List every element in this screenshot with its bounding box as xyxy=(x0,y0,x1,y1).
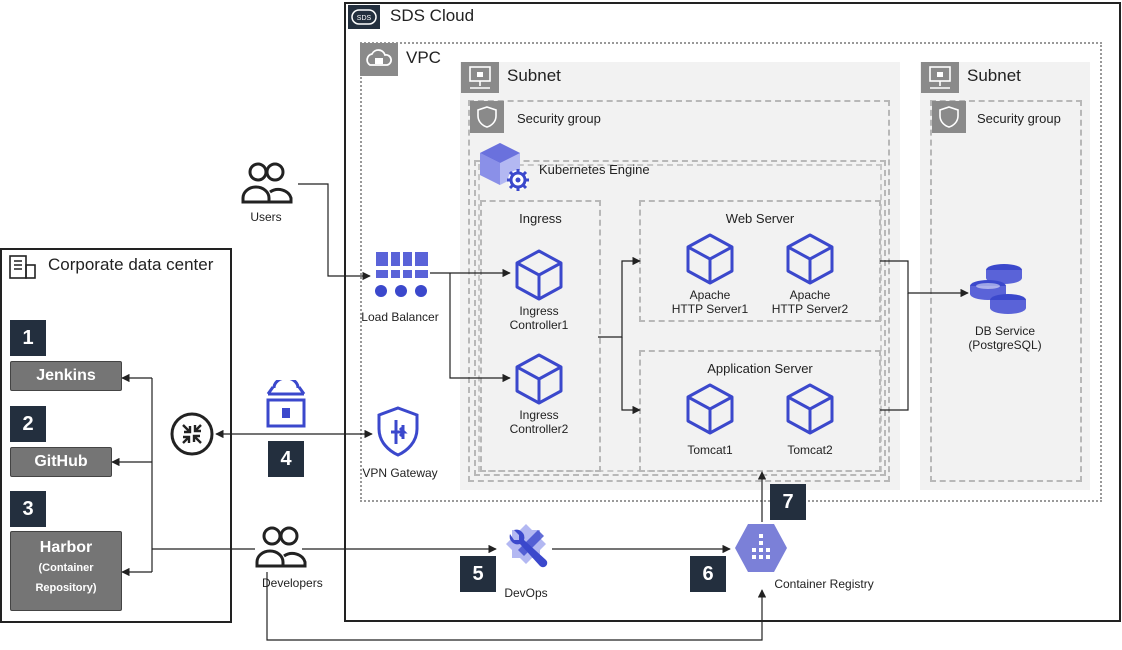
security-group1-title: Security group xyxy=(517,111,601,126)
ingress-controller2-icon[interactable] xyxy=(512,352,566,406)
subnet1-title: Subnet xyxy=(507,66,561,85)
web-to-db-line xyxy=(880,260,969,298)
users-to-lb-line xyxy=(298,183,371,281)
jenkins-box[interactable]: Jenkins xyxy=(10,361,122,391)
ingress-to-web-line xyxy=(598,256,641,338)
sds-cloud-title: SDS Cloud xyxy=(390,6,475,25)
security-group2-icon xyxy=(932,101,966,133)
subnet1-panel xyxy=(460,62,900,490)
kubernetes-title: Kubernetes Engine xyxy=(539,162,650,177)
vpc-frame xyxy=(360,42,1102,502)
step-badge-3: 3 xyxy=(10,491,46,527)
tomcat2-label: Tomcat2 xyxy=(787,443,833,457)
dev-to-registry-line xyxy=(266,572,767,641)
step-badge-2: 2 xyxy=(10,406,46,442)
security-group1-frame xyxy=(468,100,890,482)
devops-icon[interactable] xyxy=(498,520,554,576)
tomcat1-icon[interactable] xyxy=(683,382,737,436)
ingress-frame xyxy=(480,200,601,472)
security-group1-icon xyxy=(470,101,504,133)
lb-to-ingress2-line xyxy=(449,273,511,383)
container-registry-icon[interactable] xyxy=(734,522,788,574)
developers-label: Developers xyxy=(262,576,323,590)
github-box[interactable]: GitHub xyxy=(10,447,112,477)
building-icon xyxy=(6,253,38,281)
subnet1-icon xyxy=(461,62,499,93)
kubernetes-engine-icon xyxy=(478,140,536,196)
web-server-title: Web Server xyxy=(725,211,795,226)
vpn-gateway-label: VPN Gateway xyxy=(362,466,438,480)
subnet2-title: Subnet xyxy=(967,66,1021,85)
step-badge-4: 4 xyxy=(268,441,304,477)
harbor-sub1: (Container xyxy=(38,562,94,574)
app-server-title: Application Server xyxy=(707,361,813,376)
container-registry-label: Container Registry xyxy=(774,577,874,591)
svg-text:SDS: SDS xyxy=(357,15,372,22)
vpc-title: VPC xyxy=(406,48,441,67)
sds-logo-icon: SDS xyxy=(348,5,380,29)
harbor-sub2: Repository) xyxy=(35,582,97,594)
router-icon[interactable] xyxy=(168,410,216,458)
apache-server1-icon[interactable] xyxy=(683,232,737,286)
tomcat1-label: Tomcat1 xyxy=(687,443,733,457)
load-balancer-label: Load Balancer xyxy=(361,310,439,324)
step-badge-7: 7 xyxy=(770,484,806,520)
step-badge-5: 5 xyxy=(460,556,496,592)
harbor-box[interactable]: Harbor (Container Repository) xyxy=(10,531,122,611)
users-icon[interactable] xyxy=(238,160,296,208)
users-label: Users xyxy=(250,210,282,224)
load-balancer-icon[interactable] xyxy=(372,250,430,300)
step-badge-1: 1 xyxy=(10,320,46,356)
security-group2-title: Security group xyxy=(977,111,1061,126)
harbor-title: Harbor xyxy=(39,539,93,556)
developers-icon[interactable] xyxy=(252,524,310,572)
devops-label: DevOps xyxy=(504,586,548,600)
kubernetes-frame xyxy=(474,160,886,476)
ingress-controller1-icon[interactable] xyxy=(512,248,566,302)
ingress-to-app-line xyxy=(621,337,641,415)
db-service-icon[interactable] xyxy=(966,260,1028,318)
security-group2-frame xyxy=(930,100,1082,482)
vpn-connection-icon xyxy=(258,376,314,430)
vpn-gateway-icon[interactable] xyxy=(372,405,424,459)
tomcat2-icon[interactable] xyxy=(783,382,837,436)
subnet2-icon xyxy=(921,62,959,93)
ingress-title: Ingress xyxy=(519,211,562,226)
corporate-title: Corporate data center xyxy=(48,255,214,274)
step-badge-6: 6 xyxy=(690,556,726,592)
app-to-db-line xyxy=(880,293,909,411)
apache-server2-icon[interactable] xyxy=(783,232,837,286)
db-service-label: DB Service(PostgreSQL) xyxy=(968,324,1042,352)
vpc-icon xyxy=(360,43,398,76)
